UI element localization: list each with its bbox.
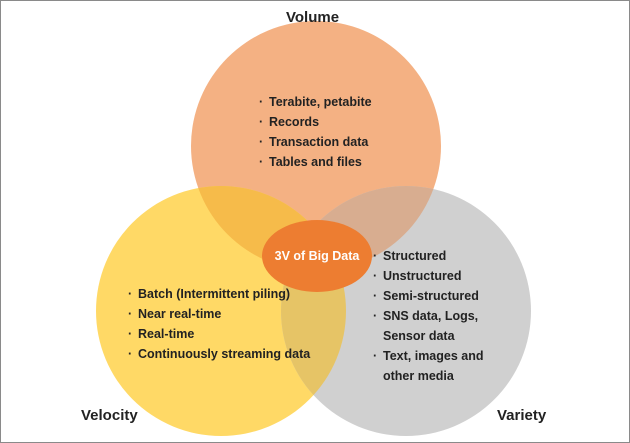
volume-item: · Transaction data	[259, 132, 372, 152]
variety-list: · Structured · Unstructured · Semi-structured…	[373, 246, 484, 386]
bullet-icon: ·	[128, 327, 133, 341]
variety-item-label: Unstructured	[383, 269, 462, 283]
variety-item: · SNS data, Logs,Sensor data	[373, 306, 484, 346]
bullet-icon: ·	[373, 249, 378, 263]
bullet-icon: ·	[128, 347, 133, 361]
velocity-item: · Continuously streaming data	[128, 344, 310, 364]
volume-list: · Terabite, petabite · Records · Transaction …	[259, 92, 372, 172]
bullet-icon: ·	[259, 155, 264, 169]
bullet-icon: ·	[259, 95, 264, 109]
velocity-title: Velocity	[81, 407, 138, 424]
center-label: 3V of Big Data	[274, 249, 360, 263]
variety-title: Variety	[497, 407, 547, 424]
bullet-icon: ·	[373, 289, 378, 303]
velocity-item-label: Near real-time	[138, 307, 222, 321]
volume-item: · Terabite, petabite	[259, 92, 372, 112]
bullet-icon: ·	[259, 135, 264, 149]
volume-item-label: Transaction data	[269, 135, 369, 149]
variety-item: · Unstructured	[373, 266, 484, 286]
volume-item: · Tables and files	[259, 152, 372, 172]
bullet-icon: ·	[128, 307, 133, 321]
velocity-item: · Near real-time	[128, 304, 310, 324]
bullet-icon: ·	[373, 309, 378, 323]
bullet-icon: ·	[373, 349, 378, 363]
variety-item-label: Structured	[383, 249, 447, 263]
volume-title: Volume	[286, 9, 340, 26]
bullet-icon: ·	[373, 269, 378, 283]
variety-item-label: Semi-structured	[383, 289, 479, 303]
volume-item-label: Records	[269, 115, 320, 129]
velocity-item-label: Real-time	[138, 327, 195, 341]
bullet-icon: ·	[259, 115, 264, 129]
center-ellipse	[262, 220, 372, 292]
velocity-item-label: Continuously streaming data	[138, 347, 311, 361]
variety-item: · Semi-structured	[373, 286, 484, 306]
velocity-item: · Batch (Intermittent piling)	[128, 284, 310, 304]
variety-item: · Structured	[373, 246, 484, 266]
velocity-item-label: Batch (Intermittent piling)	[138, 287, 291, 301]
bullet-icon: ·	[128, 287, 133, 301]
volume-item: · Records	[259, 112, 372, 132]
volume-item-label: Terabite, petabite	[269, 95, 372, 109]
velocity-item: · Real-time	[128, 324, 310, 344]
variety-item-label: SNS data, Logs,Sensor data	[383, 309, 479, 343]
velocity-list: · Batch (Intermittent piling) · Near real-t…	[128, 284, 310, 364]
volume-item-label: Tables and files	[269, 155, 362, 169]
